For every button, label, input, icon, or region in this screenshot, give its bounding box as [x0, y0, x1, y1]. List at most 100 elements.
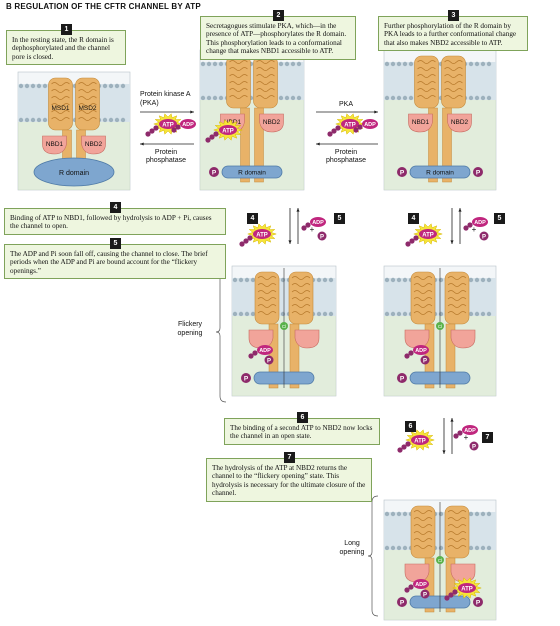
lipid-head: [316, 311, 322, 317]
lipid-head: [438, 511, 444, 517]
nbd1: [408, 113, 433, 133]
lipid-head: [244, 311, 250, 317]
phosphate-bead: [335, 125, 341, 131]
lipid-head: [42, 117, 48, 123]
atp-label: ATP: [162, 122, 174, 128]
phosphate-bead: [149, 128, 155, 134]
lipid-head: [468, 61, 474, 67]
chloride-label: Cl: [438, 558, 442, 563]
arrow-step7-head: [450, 418, 454, 422]
step-number-4: 4: [247, 213, 258, 224]
nbd2: [450, 563, 476, 583]
nbd2: [259, 113, 284, 133]
step-number-4: 4: [408, 213, 419, 224]
pi-label: P: [423, 358, 427, 364]
adp-label: ADP: [464, 428, 476, 434]
helix-stroke: [447, 517, 467, 521]
lipid-head: [114, 117, 120, 123]
lipid-head: [396, 311, 402, 317]
phosphate-circle: [473, 597, 483, 607]
step-number-5: 5: [494, 213, 505, 224]
lipid-head: [402, 95, 408, 101]
adp-oval: [310, 217, 326, 227]
lipid-head: [480, 95, 486, 101]
adp-oval: [413, 345, 429, 355]
lipid-head: [328, 277, 334, 283]
lipid-head: [278, 61, 284, 67]
flickery-brace: [215, 261, 227, 403]
helix-stroke: [444, 88, 463, 92]
chloride-ion: [436, 556, 444, 564]
phosphate-bead: [404, 587, 410, 593]
lipid-head: [480, 61, 486, 67]
helix-stroke: [417, 60, 436, 64]
atp-oval: [419, 229, 437, 239]
phosphate-group: P: [397, 167, 407, 177]
lipid-head: [120, 117, 126, 123]
adp-label: ADP: [182, 122, 194, 128]
helix-stroke: [413, 524, 433, 528]
lipid-head: [390, 545, 396, 551]
helix-stroke: [291, 311, 311, 315]
lipid-head: [232, 277, 238, 283]
phosphate-bead: [444, 595, 450, 601]
flickery-label-1: Flickery: [178, 321, 203, 328]
phosphate-bead: [145, 131, 151, 137]
lipid-head: [250, 277, 256, 283]
step-1-note: In the resting state, the R domain is de…: [6, 24, 126, 66]
helix-stroke: [447, 283, 467, 287]
phosphate-bead: [408, 350, 414, 356]
lipid-head: [24, 117, 30, 123]
phosphate-bead: [209, 134, 215, 140]
lipid-head: [322, 311, 328, 317]
adp-badge: ADP: [404, 345, 429, 359]
msd1: [414, 55, 439, 109]
pi-circle: [420, 355, 430, 365]
lipid-head: [212, 95, 218, 101]
atp-badge-step-4-right: ATP: [405, 223, 444, 247]
arrow-pka-head: [374, 110, 378, 114]
phosphate-group: P: [473, 597, 483, 607]
lipid-head: [474, 277, 480, 283]
helix-stroke: [447, 531, 467, 535]
stalk: [289, 323, 300, 389]
lipid-head: [36, 83, 42, 89]
adp-label: ADP: [474, 220, 486, 226]
helix-stroke: [413, 290, 433, 294]
lipid-head: [480, 277, 486, 283]
helix-stroke: [229, 60, 248, 64]
phosphate-label: P: [400, 599, 405, 606]
helix-stroke: [291, 297, 311, 301]
arrow-phosphatase-head: [140, 142, 144, 146]
chloride-label: Cl: [282, 324, 286, 329]
phosphate-circle: [397, 167, 407, 177]
atp-badge-state-2: ATP: [205, 119, 244, 143]
step-number-5: 5: [110, 238, 121, 249]
helix-stroke: [256, 81, 275, 85]
phosphate-circle: [397, 373, 407, 383]
phosphate-label: P: [244, 375, 249, 382]
nbd1: [248, 329, 274, 349]
lipid-head: [108, 83, 114, 89]
phosphate-bead: [239, 241, 245, 247]
pi-badge: P: [469, 441, 479, 451]
helix-stroke: [257, 276, 277, 280]
phosphate-label: P: [400, 169, 405, 176]
atp-oval: [458, 583, 476, 593]
helix-stroke: [413, 276, 433, 280]
helix-stroke: [413, 297, 433, 301]
lipid-head: [438, 545, 444, 551]
phosphate-bead: [175, 124, 181, 130]
lipid-head: [384, 511, 390, 517]
nbd1: [42, 135, 67, 155]
phosphate-bead: [401, 444, 407, 450]
lipid-head: [290, 95, 296, 101]
lipid-head: [30, 83, 36, 89]
helix-stroke: [413, 538, 433, 542]
step-number-1: 1: [61, 24, 72, 35]
phosphate-circle: [209, 167, 219, 177]
lipid-head: [290, 61, 296, 67]
pi-circle: [469, 441, 479, 451]
helix-stroke: [413, 510, 433, 514]
nbd1-label: NBD1: [46, 141, 64, 148]
